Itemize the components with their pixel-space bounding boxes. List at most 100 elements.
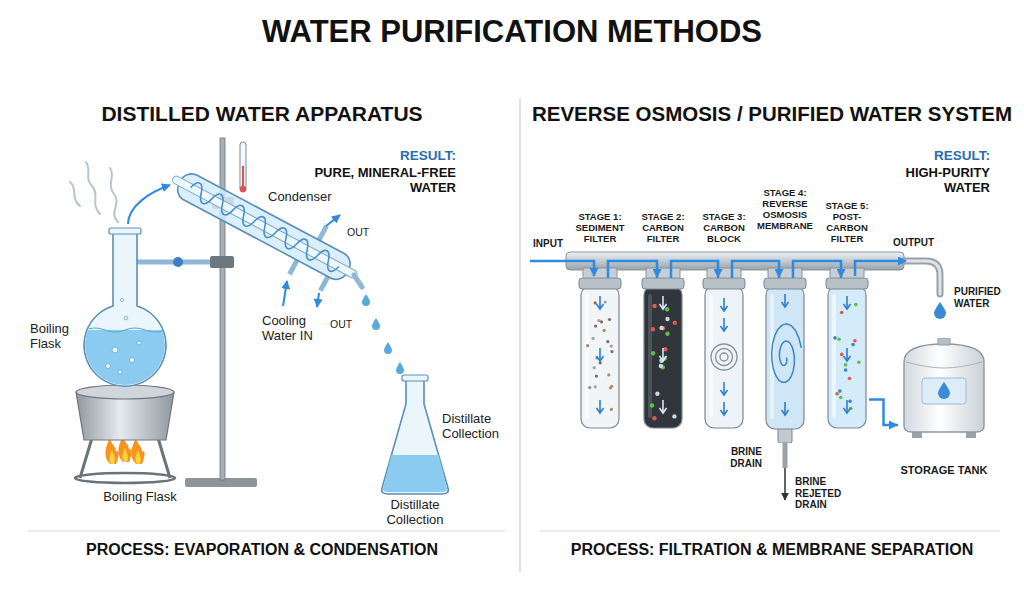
filter-cartridge-drawing [607,373,610,376]
storage-tank-drawing [904,344,984,432]
membrane-cartridge-drawing [772,324,802,382]
boiling-flask [130,358,135,363]
storage-tank-drawing [898,338,990,438]
faucet [902,261,940,294]
burner [131,438,144,464]
storage-tank-drawing [938,338,950,345]
flow-label: OUTPUT [893,237,934,249]
flow-arrow [530,261,594,276]
thermometer [240,142,246,192]
flow-label: INPUT [533,238,563,250]
filter-cartridge-drawing [644,286,682,428]
filter-cartridge-drawing [854,303,858,307]
flow-arrow [855,261,906,276]
membrane-cartridge-drawing [782,302,789,307]
boiling-flask [84,328,166,332]
filter-cartridge-drawing [839,396,843,400]
filter-cartridge-drawing [857,361,861,365]
coolant-arrow [283,281,287,306]
filter-cartridge-drawing [833,336,837,340]
filter-cartridge-drawing [844,408,851,413]
vapor-arrow [128,185,170,224]
filter-cartridge-drawing [711,344,737,370]
result-label: RESULT: [934,148,990,164]
filter-cartridge-drawing [723,382,725,394]
thermometer [240,142,246,192]
label-group: STORAGE TANK [894,464,994,477]
condenser [290,260,298,274]
filter-cartridge-drawing [660,356,667,361]
label-group: STAGE 1: SEDIMENT FILTER [571,212,629,245]
storage-tank: STORAGE TANK [898,338,990,438]
distillate-drops [372,318,380,330]
collection-flask [382,375,449,494]
filter-cartridge-drawing [844,304,851,309]
part-label: Distillate Collection [442,412,510,442]
filter-cartridge-drawing [721,326,728,331]
result-text: HIGH-PURITY WATER [880,166,990,196]
panel-heading: DISTILLED WATER APPARATUS [101,102,422,126]
filter-cartridge-drawing [837,338,841,342]
part-label: Condenser [268,190,332,205]
membrane-cartridge-drawing [782,410,789,415]
part-label: STAGE 2: CARBON FILTER [634,212,692,245]
filter-cartridge-drawing [659,326,663,330]
filter-cartridge-drawing [716,349,733,366]
filter-cartridge-drawing [641,278,685,430]
filter-cartridge-drawing [594,301,597,304]
filter-cartridge-drawing [652,416,656,420]
filter-cartridge-drawing [721,410,728,415]
filter-cartridge-drawing [599,400,601,412]
filter-cartridge-drawing [586,344,589,347]
membrane-cartridge-drawing [764,278,806,289]
filter-cartridge-drawing [599,348,601,360]
part-label: Boiling Flask [103,490,177,505]
filter-cartridge-drawing [599,296,601,308]
panel-heading: REVERSE OSMOSIS / PURIFIED WATER SYSTEM [532,102,1012,126]
filter-cartridge-drawing [721,390,728,395]
membrane-cartridge-drawing [784,402,786,414]
filter-cartridge-drawing [585,294,589,418]
flow-label: PURIFIED WATER [954,286,1012,309]
filter-cartridge-drawing [650,403,654,407]
filter-cartridge-drawing [848,377,852,381]
filter-cartridge-drawing [665,307,669,311]
label-group: STAGE 4: REVERSE OSMOSIS MEMBRANE [756,188,814,232]
result-label: RESULT: [400,148,456,164]
burner [75,473,175,483]
filter-cartridge-drawing [672,414,676,418]
boiling-flask [137,341,141,345]
filter-cartridge-drawing [593,366,596,369]
condenser [171,175,358,280]
burner [122,448,127,462]
filter-cartridge-drawing [581,286,619,428]
filter-cartridge-drawing [705,286,743,428]
filter-cartridge-drawing [579,278,621,289]
filter-cartridge-drawing [597,408,604,413]
filter-cartridge-drawing [648,294,652,418]
filter-cartridge-drawing [588,386,591,389]
brine-drain-pipe [783,443,788,468]
filter-cartridge-drawing [610,408,613,411]
process-caption: PROCESS: FILTRATION & MEMBRANE SEPARATIO… [571,541,973,559]
filter-cartridge-drawing [844,356,851,361]
part-label: STORAGE TANK [894,464,994,477]
panel-divider [28,531,505,532]
burner [105,438,118,464]
filter-cartridge-drawing [604,300,607,303]
panel-divider [28,98,1000,572]
filter-cartridge-drawing [825,278,869,430]
burner [131,438,144,464]
vapor [110,168,118,222]
filter-cartridge-drawing [846,400,848,412]
filter-cartridge-drawing [721,306,728,311]
distillate-drops [384,342,392,354]
vapor [70,162,118,222]
filter-cartridge-drawing [610,345,613,348]
filter-cartridge-drawing [840,353,844,357]
manifold [646,268,680,278]
collection-flask [383,455,447,492]
filter-cartridge-drawing [660,304,667,309]
distillate-drops [354,275,404,374]
